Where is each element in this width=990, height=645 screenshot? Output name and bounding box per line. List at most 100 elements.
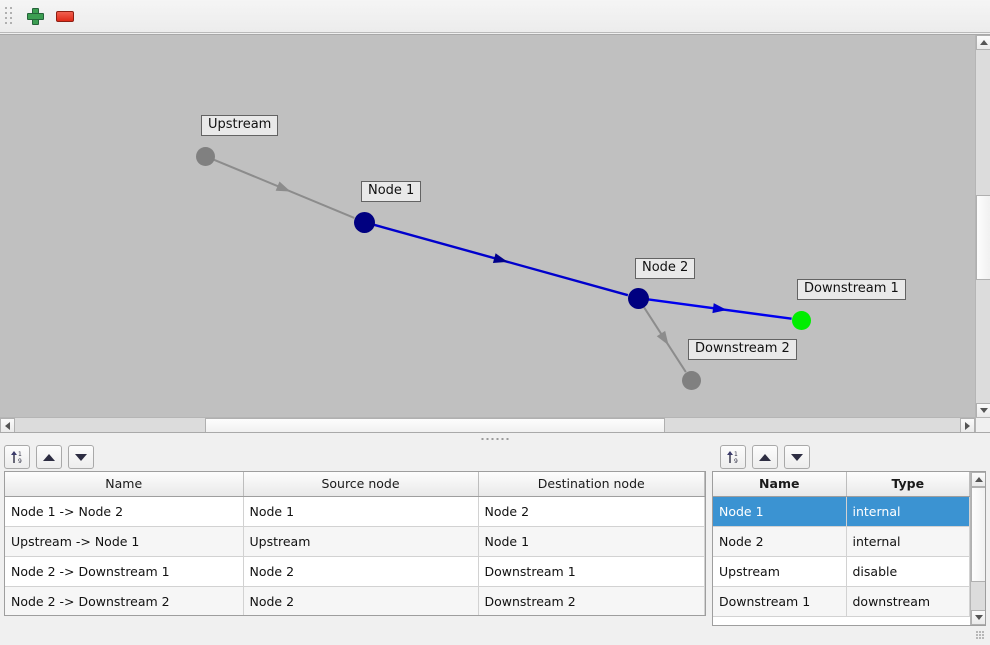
- sort-ascending-icon: 1 9: [9, 449, 25, 465]
- nodes-cell-name[interactable]: Node 1: [713, 496, 847, 527]
- nodes-table-vertical-scrollbar[interactable]: [970, 472, 985, 625]
- graph-edge-arrow-node2-downstream2: [656, 330, 669, 346]
- links-cell-source[interactable]: Upstream: [243, 526, 479, 557]
- graph-node-node1[interactable]: [353, 211, 375, 233]
- move-up-arrow-icon: [43, 453, 55, 461]
- nodes-move-down-button[interactable]: [784, 445, 810, 469]
- links-cell-destination[interactable]: Downstream 1: [478, 556, 705, 587]
- links-cell-destination[interactable]: Node 2: [478, 496, 705, 527]
- resize-grip-icon[interactable]: [976, 631, 988, 643]
- nodes-panel-toolbar: 1 9: [710, 443, 990, 471]
- links-cell-source[interactable]: Node 2: [243, 586, 479, 615]
- nodes-cell-type[interactable]: internal: [846, 526, 970, 557]
- nodes-sort-button[interactable]: 1 9: [720, 445, 746, 469]
- graph-edge-arrow-node1-node2: [492, 253, 508, 263]
- graph-edges-layer: [213, 158, 792, 373]
- graph-vertical-scrollbar[interactable]: [975, 35, 990, 418]
- nodes-vscroll-thumb[interactable]: [971, 487, 985, 582]
- graph-node-upstream[interactable]: [195, 146, 215, 166]
- nodes-cell-name[interactable]: Upstream: [713, 556, 847, 587]
- nodes-column-header-0[interactable]: Name: [713, 472, 847, 497]
- scroll-up-arrow-icon: [974, 477, 983, 482]
- graph-node-node2[interactable]: [627, 287, 649, 309]
- nodes-cell-name[interactable]: Downstream 1: [713, 586, 847, 617]
- scroll-up-button[interactable]: [976, 35, 990, 50]
- main-toolbar: [0, 0, 990, 33]
- nodes-cell-type[interactable]: downstream: [846, 586, 970, 617]
- links-cell-name[interactable]: Node 2 -> Downstream 1: [5, 556, 244, 587]
- scroll-right-button[interactable]: [960, 418, 975, 433]
- links-cell-name[interactable]: Upstream -> Node 1: [5, 526, 244, 557]
- nodes-cell-type[interactable]: disable: [846, 556, 970, 587]
- graph-node-downstream2[interactable]: [681, 370, 701, 390]
- move-down-arrow-icon: [75, 453, 87, 461]
- links-cell-destination[interactable]: Node 1: [478, 526, 705, 557]
- scroll-down-button[interactable]: [976, 403, 990, 418]
- graph-vscroll-thumb[interactable]: [976, 195, 990, 280]
- links-cell-source[interactable]: Node 2: [243, 556, 479, 587]
- svg-text:1: 1: [18, 451, 22, 458]
- scroll-left-arrow-icon: [5, 421, 10, 430]
- graph-node-label-node1[interactable]: Node 1: [361, 181, 422, 202]
- scroll-left-button[interactable]: [0, 418, 15, 433]
- scrollbar-corner: [975, 417, 990, 432]
- graph-horizontal-scrollbar[interactable]: [0, 417, 975, 433]
- nodes-cell-type[interactable]: internal: [846, 496, 970, 527]
- links-move-up-button[interactable]: [36, 445, 62, 469]
- graph-node-label-upstream[interactable]: Upstream: [201, 115, 279, 136]
- move-up-arrow-icon: [759, 453, 771, 461]
- add-button[interactable]: [20, 2, 50, 30]
- nodes-scroll-up-button[interactable]: [971, 472, 985, 487]
- graph-node-label-downstream1[interactable]: Downstream 1: [797, 279, 906, 300]
- scroll-down-arrow-icon: [974, 615, 983, 620]
- graph-node-downstream1[interactable]: [791, 310, 811, 330]
- horizontal-splitter[interactable]: [0, 432, 990, 443]
- links-column-header-2[interactable]: Destination node: [478, 472, 705, 497]
- links-cell-source[interactable]: Node 1: [243, 496, 479, 527]
- graph-hscroll-thumb[interactable]: [205, 418, 665, 433]
- links-panel-toolbar: 1 9: [0, 443, 710, 471]
- graph-node-label-node2[interactable]: Node 2: [635, 258, 696, 279]
- sort-ascending-icon: 1 9: [725, 449, 741, 465]
- links-move-down-button[interactable]: [68, 445, 94, 469]
- links-column-header-0[interactable]: Name: [5, 472, 244, 497]
- graph-node-label-downstream2[interactable]: Downstream 2: [688, 339, 797, 360]
- graph-edge-arrow-upstream-node1: [275, 181, 291, 192]
- scroll-down-arrow-icon: [979, 408, 988, 413]
- links-cell-destination[interactable]: Downstream 2: [478, 586, 705, 615]
- svg-text:1: 1: [734, 451, 738, 458]
- links-cell-name[interactable]: Node 2 -> Downstream 2: [5, 586, 244, 615]
- remove-button[interactable]: [50, 2, 80, 30]
- links-column-header-1[interactable]: Source node: [243, 472, 479, 497]
- nodes-cell-name[interactable]: Node 2: [713, 526, 847, 557]
- scroll-right-arrow-icon: [965, 421, 970, 430]
- links-cell-name[interactable]: Node 1 -> Node 2: [5, 496, 244, 527]
- nodes-scroll-down-button[interactable]: [971, 610, 985, 625]
- drag-grip-icon[interactable]: [4, 6, 14, 26]
- nodes-move-up-button[interactable]: [752, 445, 778, 469]
- nodes-column-header-1[interactable]: Type: [846, 472, 970, 497]
- links-sort-button[interactable]: 1 9: [4, 445, 30, 469]
- graph-edge-arrow-node2-downstream1: [712, 303, 727, 314]
